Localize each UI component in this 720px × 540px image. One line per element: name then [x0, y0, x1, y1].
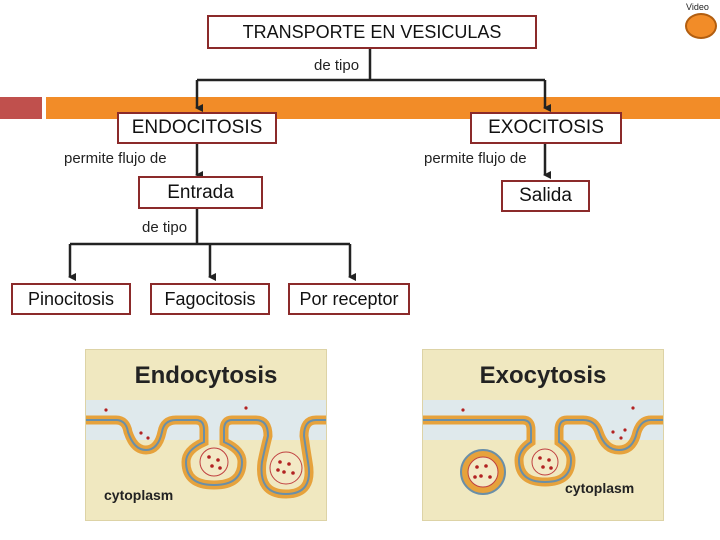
exocytosis-illustration: Exocytosis cytoplasm	[422, 349, 664, 521]
endocytosis-drawing	[86, 400, 326, 499]
endocitosis-label: ENDOCITOSIS	[131, 117, 263, 138]
endocytosis-illustration: Endocytosis cytoplasm	[85, 349, 327, 521]
entrada-box: Entrada	[138, 176, 263, 209]
fagocitosis-box: Fagocitosis	[150, 283, 270, 315]
entrada-type-label: de tipo	[142, 219, 188, 236]
fagocitosis-label: Fagocitosis	[164, 288, 256, 309]
root-title: TRANSPORTE EN VESICULAS	[242, 21, 502, 42]
exocytosis-drawing	[423, 400, 663, 495]
exocitosis-box: EXOCITOSIS	[470, 112, 622, 144]
exocytosis-title: Exocytosis	[479, 362, 607, 389]
salida-label: Salida	[519, 185, 572, 206]
salida-box: Salida	[501, 180, 590, 212]
endocytosis-title: Endocytosis	[134, 362, 278, 389]
root-box: TRANSPORTE EN VESICULAS	[207, 15, 537, 49]
header-band-left	[0, 97, 42, 119]
video-button[interactable]	[685, 13, 717, 39]
pinocitosis-label: Pinocitosis	[27, 288, 115, 309]
exocytosis-caption: cytoplasm	[565, 480, 635, 496]
por-receptor-box: Por receptor	[288, 283, 410, 315]
exocitosis-label: EXOCITOSIS	[488, 117, 604, 138]
endo-flow-label: permite flujo de	[64, 150, 167, 167]
pinocitosis-box: Pinocitosis	[11, 283, 131, 315]
root-type-label: de tipo	[314, 57, 360, 74]
video-label: Video	[686, 2, 709, 12]
exo-flow-label: permite flujo de	[424, 150, 527, 167]
endocytosis-caption: cytoplasm	[104, 487, 174, 503]
por-receptor-label: Por receptor	[299, 288, 399, 309]
entrada-label: Entrada	[167, 181, 234, 203]
endocitosis-box: ENDOCITOSIS	[117, 112, 277, 144]
